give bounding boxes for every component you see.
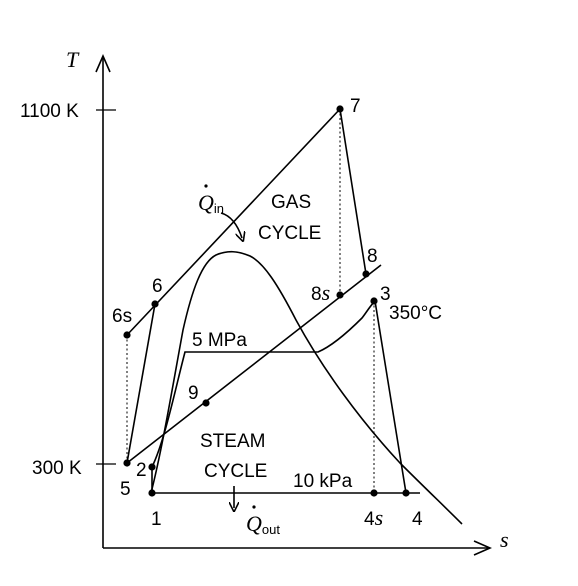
state-point-1 [148,489,156,497]
gas-turbine-7-8 [339,108,367,275]
state-label-5: 5 [120,479,131,500]
saturation-dome [150,250,463,525]
state-label-3: 3 [380,284,391,305]
x-axis-label: s [500,527,509,552]
y-axis-label: T [66,47,80,72]
steam-isobar-5mpa [151,300,376,468]
steam-cycle-label-line1: STEAM [200,431,265,452]
gas-cycle-label-line2: CYCLE [258,223,321,244]
gas-compressor-5-6 [126,303,156,464]
state-point-9 [202,399,210,407]
state-label-8: 8 [367,246,378,267]
state-point-5 [123,459,131,467]
state-label-6s: 6s [112,306,132,327]
state-point-8s [336,291,344,299]
state-point-4s [370,489,378,497]
state-label-6: 6 [152,276,163,297]
state-label-4s: 4s [364,505,383,530]
state-point-2 [148,463,156,471]
q-in-label: Qin [198,190,224,216]
pressure-5mpa-label: 5 MPa [192,330,247,351]
tick-label-1100k: 1100 K [20,101,79,122]
state-label-7: 7 [350,96,361,117]
gas-cycle-label-line1: GAS [271,192,311,213]
state-point-3 [370,297,378,305]
state-point-8 [362,270,370,278]
state-label-4: 4 [412,509,423,530]
state-label-9: 9 [188,383,199,404]
q-in-arrow [220,212,242,238]
state-label-8s: 8s [311,280,330,305]
state-point-6s [123,331,131,339]
state-point-7 [336,105,344,113]
steam-turbine-3-4 [374,300,407,494]
q-in-dot [204,184,208,188]
steam-cycle-label-line2: CYCLE [204,461,267,482]
state-label-2: 2 [136,460,147,481]
state-label-1: 1 [151,509,162,530]
tick-label-300k: 300 K [32,458,82,479]
temp-350c-label: 350°C [389,303,442,324]
state-point-4 [402,489,410,497]
pressure-10kpa-label: 10 kPa [293,471,353,492]
y-axis-arrowhead [95,54,111,73]
q-out-label: Qout [246,511,280,537]
q-out-dot [252,505,256,509]
x-axis-arrowhead [473,540,492,556]
state-point-6 [151,300,159,308]
